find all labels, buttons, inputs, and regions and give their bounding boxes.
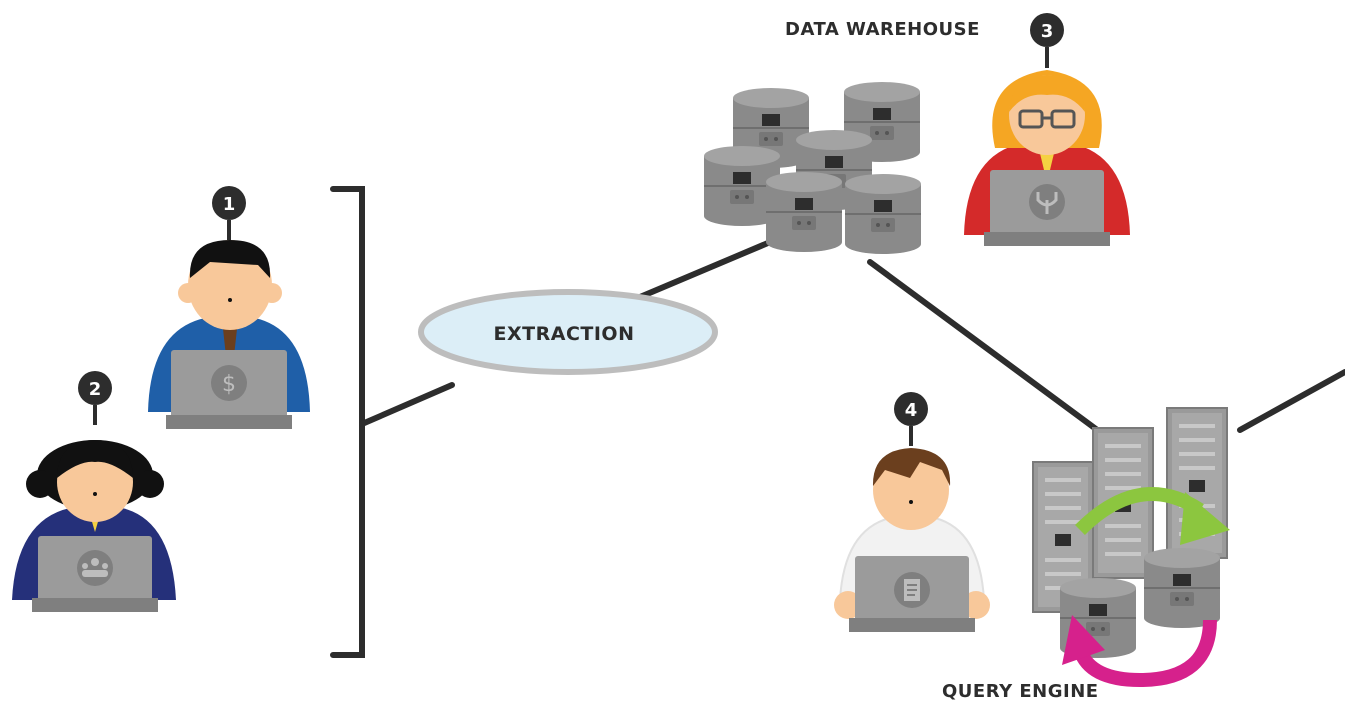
person-3: 3 — [964, 13, 1130, 246]
fork-icon — [1036, 192, 1058, 214]
extraction-to-warehouse-line — [637, 237, 778, 300]
badge-4-number: 4 — [905, 400, 918, 421]
group-icon — [77, 550, 113, 586]
bracket — [330, 186, 365, 658]
bracket-to-extraction-line — [359, 382, 455, 427]
query-engine-label: QUERY ENGINE — [942, 681, 1099, 702]
person-2: 2 — [12, 371, 176, 612]
badge-1-number: 1 — [223, 194, 236, 215]
magenta-arrowhead — [1062, 615, 1105, 665]
query-cylinder — [1143, 547, 1221, 629]
badge-2 — [78, 371, 112, 405]
badge-3 — [1030, 13, 1064, 47]
badge-1 — [212, 186, 246, 220]
green-arrowhead — [1180, 492, 1230, 545]
warehouse-to-query-line — [867, 259, 1103, 435]
dollar-icon: $ — [222, 372, 236, 397]
magenta-arrow — [1073, 619, 1217, 688]
data-warehouse-label: DATA WAREHOUSE — [785, 19, 980, 40]
badge-3-number: 3 — [1041, 21, 1054, 42]
extraction-label: EXTRACTION — [494, 323, 635, 345]
data-warehouse-cluster — [703, 81, 922, 255]
warehouse-cylinder — [765, 171, 843, 253]
person-1: 1 $ — [148, 186, 310, 429]
badge-4 — [894, 392, 928, 426]
connector-lines — [330, 186, 1345, 658]
person-4: 4 — [834, 392, 990, 632]
extraction-node: EXTRACTION — [418, 289, 718, 375]
query-to-edge-line — [1237, 369, 1345, 433]
query-engine-cluster — [1031, 406, 1230, 688]
warehouse-cylinder — [844, 173, 922, 255]
badge-2-number: 2 — [89, 379, 102, 400]
